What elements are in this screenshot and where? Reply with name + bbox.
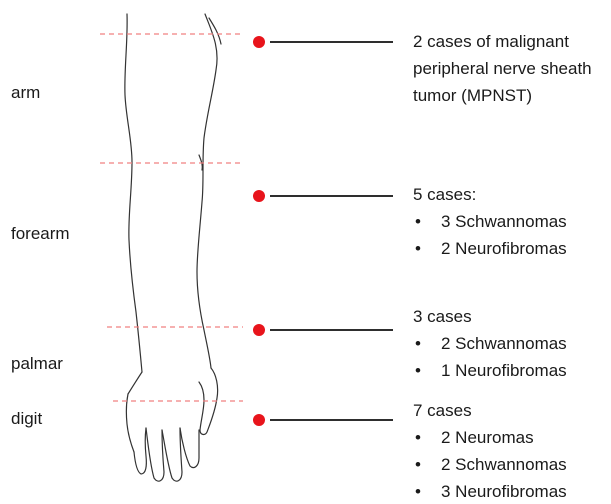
arm-left-contour bbox=[125, 14, 142, 372]
finger-little bbox=[180, 428, 199, 468]
finger-middle bbox=[146, 428, 164, 481]
region-label-digit: digit bbox=[11, 409, 42, 429]
region-label-palmar: palmar bbox=[11, 354, 63, 374]
list-item: 2 Schwannomas bbox=[413, 330, 567, 357]
finding-heading-digit: 7 cases bbox=[413, 397, 567, 424]
list-item: 2 Schwannomas bbox=[413, 451, 567, 478]
finding-heading-forearm: 5 cases: bbox=[413, 181, 567, 208]
palm-left bbox=[126, 394, 134, 452]
finger-ring bbox=[162, 428, 182, 481]
list-item: 1 Neurofibromas bbox=[413, 357, 567, 384]
finding-list-palmar: 2 Schwannomas 1 Neurofibromas bbox=[413, 330, 567, 384]
wrist-fold bbox=[128, 372, 142, 394]
region-label-forearm: forearm bbox=[11, 224, 70, 244]
region-label-arm: arm bbox=[11, 83, 40, 103]
finding-list-forearm: 3 Schwannomas 2 Neurofibromas bbox=[413, 208, 567, 262]
finding-forearm: 5 cases: 3 Schwannomas 2 Neurofibromas bbox=[413, 181, 567, 262]
marker-forearm bbox=[253, 190, 265, 202]
marker-digit bbox=[253, 414, 265, 426]
arm-illustration bbox=[125, 14, 221, 481]
list-item: 2 Neuromas bbox=[413, 424, 567, 451]
finding-list-digit: 2 Neuromas 2 Schwannomas 3 Neurofibromas bbox=[413, 424, 567, 504]
finding-heading-arm: 2 cases of malignant peripheral nerve sh… bbox=[413, 28, 609, 109]
finger-index bbox=[134, 428, 146, 474]
list-item: 3 Schwannomas bbox=[413, 208, 567, 235]
finding-arm: 2 cases of malignant peripheral nerve sh… bbox=[413, 28, 609, 109]
list-item: 3 Neurofibromas bbox=[413, 478, 567, 504]
marker-palmar bbox=[253, 324, 265, 336]
finding-digit: 7 cases 2 Neuromas 2 Schwannomas 3 Neuro… bbox=[413, 397, 567, 504]
list-item: 2 Neurofibromas bbox=[413, 235, 567, 262]
marker-arm bbox=[253, 36, 265, 48]
finding-heading-palmar: 3 cases bbox=[413, 303, 567, 330]
finding-palmar: 3 cases 2 Schwannomas 1 Neurofibromas bbox=[413, 303, 567, 384]
arm-right-contour bbox=[197, 14, 217, 368]
